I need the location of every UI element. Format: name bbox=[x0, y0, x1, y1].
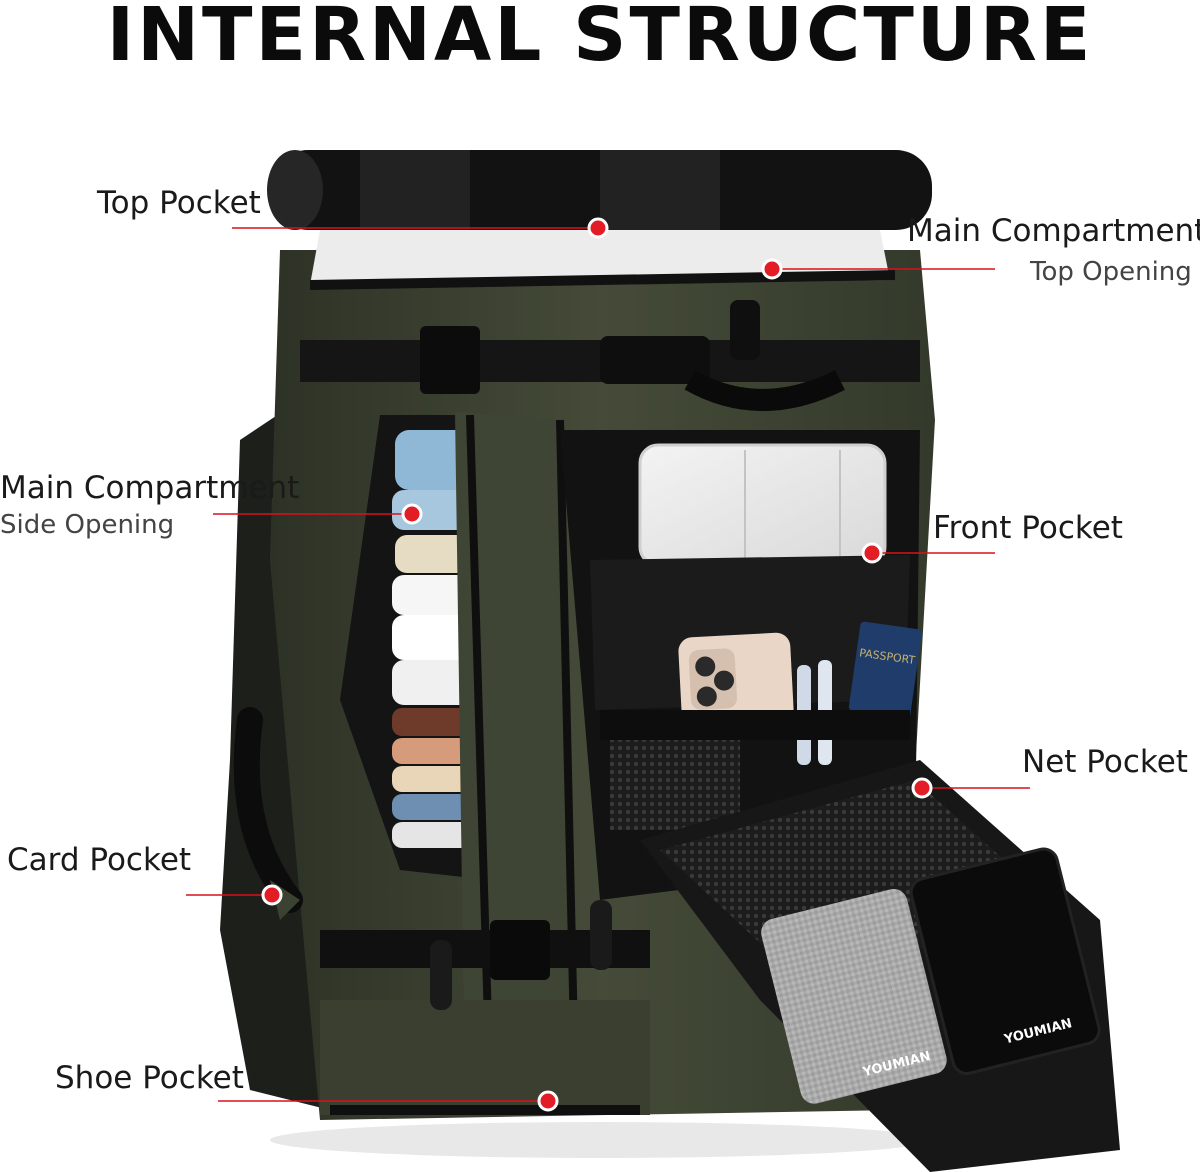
gray-pouch: YOUMIAN bbox=[761, 889, 947, 1104]
passport: PASSPORT bbox=[848, 621, 922, 719]
shoe-pocket-panel bbox=[320, 1000, 650, 1115]
shoe-pocket-dot bbox=[537, 1090, 559, 1112]
front-pocket-label: Front Pocket bbox=[933, 510, 1123, 546]
side-handle bbox=[233, 707, 303, 913]
main-side-dot bbox=[401, 503, 423, 525]
phone bbox=[678, 632, 794, 728]
floor-shadow bbox=[270, 1122, 930, 1158]
black-pouch: YOUMIAN bbox=[909, 847, 1101, 1075]
main-top-dot bbox=[761, 258, 783, 280]
front-pocket-dot bbox=[861, 542, 883, 564]
card-pocket-dot bbox=[261, 884, 283, 906]
main-side-label: Main Compartment bbox=[0, 470, 300, 506]
net-pocket-dot bbox=[911, 777, 933, 799]
shoe-pocket-label: Shoe Pocket bbox=[55, 1060, 244, 1096]
net-pocket-label: Net Pocket bbox=[1022, 744, 1188, 780]
card-pocket-label: Card Pocket bbox=[7, 842, 192, 878]
main-top-label: Main Compartment bbox=[907, 213, 1200, 249]
page-title: INTERNAL STRUCTURE bbox=[106, 0, 1094, 78]
top-pocket-dot bbox=[587, 217, 609, 239]
tablet bbox=[638, 443, 887, 567]
top-opening-fabric bbox=[310, 230, 890, 285]
main-side-sublabel: Side Opening bbox=[0, 510, 175, 540]
top-pocket-label: Top Pocket bbox=[97, 185, 261, 221]
main-top-sublabel: Top Opening bbox=[1030, 257, 1192, 287]
